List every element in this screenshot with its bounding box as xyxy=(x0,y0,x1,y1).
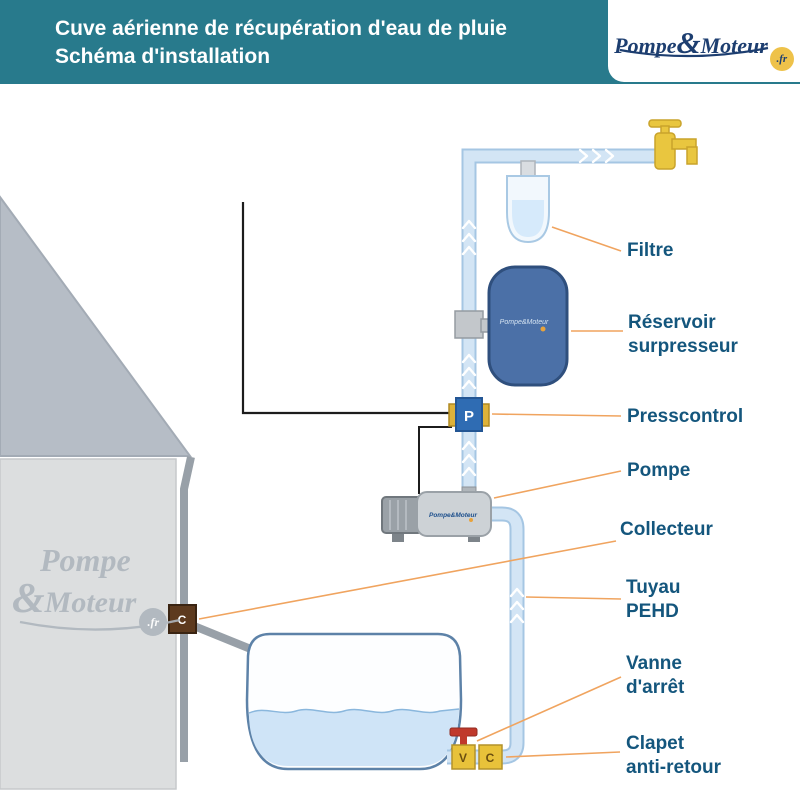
watermark-word-moteur: Moteur xyxy=(44,586,137,619)
pressure-reservoir: Pompe&Moteur xyxy=(487,265,569,387)
pump-cable xyxy=(418,426,452,494)
tank-water xyxy=(249,709,459,766)
presscontrol-box xyxy=(455,397,483,432)
reservoir-body xyxy=(487,265,569,387)
faucet xyxy=(648,119,698,170)
flow-arrows xyxy=(461,148,615,624)
presscontrol-letter: P xyxy=(464,408,474,425)
pump-foot-right xyxy=(468,534,480,542)
pump: Pompe&Moteur xyxy=(381,486,492,542)
page-title: Cuve aérienne de récupération d'eau de p… xyxy=(0,0,800,72)
watermark-ampersand: & xyxy=(12,576,45,622)
main-pipe-fill xyxy=(463,150,660,500)
collector-letter: C xyxy=(178,613,187,627)
check-valve: C xyxy=(478,744,503,770)
check-valve-letter: C xyxy=(486,751,495,765)
leader-tuyau xyxy=(525,596,622,600)
shutoff-valve: V xyxy=(449,727,478,770)
storage-tank xyxy=(245,632,463,771)
valve-letter: V xyxy=(459,751,467,765)
logo-swoosh-underline xyxy=(619,46,769,57)
leader-collecteur xyxy=(198,540,617,620)
house-watermark-logo: Pompe &Moteur.fr xyxy=(12,544,192,638)
watermark-line2: &Moteur.fr xyxy=(12,576,192,636)
house-roof xyxy=(0,195,192,457)
watermark-fr-badge: .fr xyxy=(139,608,168,636)
leader-presscontrol xyxy=(491,413,622,417)
water-surface xyxy=(248,708,460,714)
faucet-spout xyxy=(671,138,697,150)
reservoir-logo-dot xyxy=(540,326,546,332)
leader-clapet xyxy=(505,751,621,758)
pump-logo-dot xyxy=(469,518,473,522)
watermark-word-pompe: Pompe xyxy=(40,542,131,578)
page-title-line1: Cuve aérienne de récupération d'eau de p… xyxy=(55,17,507,40)
filter xyxy=(506,160,550,244)
leader-vanne xyxy=(476,676,622,742)
gutter-downspout xyxy=(180,456,195,762)
house xyxy=(0,195,192,790)
page-title-line2: Schéma d'installation xyxy=(55,45,271,69)
pump-body xyxy=(416,491,492,537)
leader-pompe xyxy=(493,470,622,499)
presscontrol-device: P xyxy=(448,397,490,432)
faucet-body xyxy=(654,132,676,170)
collector-box xyxy=(168,604,197,634)
logo-ampersand: & xyxy=(676,24,701,60)
main-pipe xyxy=(461,148,660,500)
reservoir-logo: Pompe&Moteur xyxy=(500,319,549,326)
collector-device: C xyxy=(168,604,197,634)
faucet-tip xyxy=(686,146,698,165)
check-valve-box xyxy=(478,744,503,770)
power-cable xyxy=(241,202,449,415)
logo-fr-badge: .fr xyxy=(769,46,794,71)
pump-foot-left xyxy=(392,534,404,542)
pump-logo: Pompe&Moteur xyxy=(429,512,478,519)
valve-stem xyxy=(460,734,467,747)
tee-connector xyxy=(454,310,494,339)
filter-cartridge xyxy=(512,200,544,237)
leader-filtre xyxy=(551,226,622,252)
valve-box xyxy=(451,744,476,770)
filter-connector xyxy=(520,160,536,178)
brand-logo: Pompe&Moteur.fr xyxy=(608,0,800,82)
leader-lines xyxy=(198,226,623,758)
brand-logo-text: Pompe&Moteur.fr xyxy=(614,21,794,71)
